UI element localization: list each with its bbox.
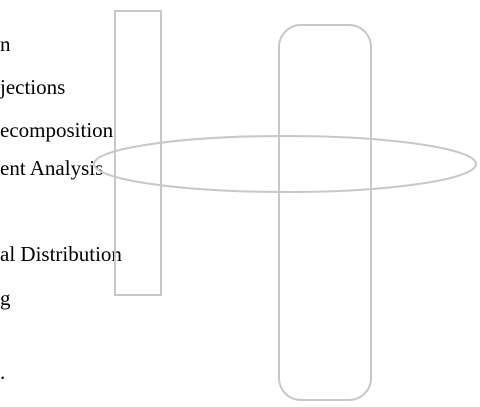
- term-item-4: ent Analysis: [0, 156, 104, 180]
- term-item-7: .: [0, 360, 6, 384]
- term-item-5: al Distribution: [0, 242, 122, 266]
- term-item-1: n: [0, 32, 11, 56]
- term-item-3: ecomposition: [0, 118, 114, 142]
- term-item-2: jections: [0, 75, 66, 99]
- term-item-6: g: [0, 286, 11, 310]
